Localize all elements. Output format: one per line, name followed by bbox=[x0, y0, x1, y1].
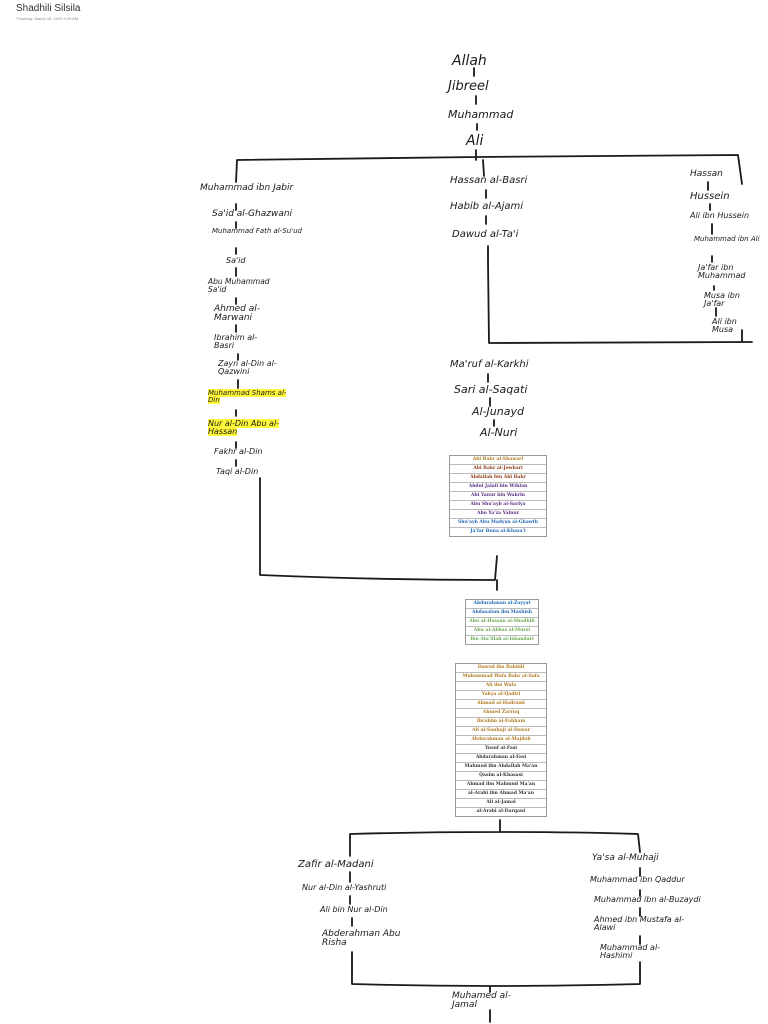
connector-left-ticks bbox=[235, 203, 239, 467]
silsila-box-row: Abu al-Abbas al-Mursi bbox=[466, 627, 538, 636]
node-muhammad-fath-al-suud: Muhammad Fath al-Su'ud bbox=[212, 227, 302, 235]
silsila-box-row: al-Arabi al-Darqawi bbox=[476, 809, 526, 814]
node-ibrahim-al-basri: Ibrahim al-Basri bbox=[214, 333, 258, 351]
silsila-box-row: Abdallah bin Abi Bakr bbox=[450, 474, 546, 483]
page-title: Shadhili Silsila bbox=[16, 3, 81, 14]
highlighted-name: Muhammad Shams al-Din bbox=[208, 389, 287, 405]
node-abderahman-abu-risha: Abderahman Abu Risha bbox=[322, 929, 401, 949]
silsila-box-row: Abdarahman al-Majdub bbox=[456, 736, 546, 745]
node-musa-ibn-jafar: Musa ibn Ja'far bbox=[704, 291, 740, 309]
silsila-box-row: Yusuf al-Fasi bbox=[456, 745, 546, 754]
silsila-box-row: Ibrahim al-Fahham bbox=[456, 718, 546, 727]
silsila-box-row: Dawud ibn Bakhili bbox=[456, 664, 546, 673]
node-ali-ibn-musa: Ali ibn Musa bbox=[712, 317, 737, 335]
node-said-al-ghazwani: Sa'id al-Ghazwani bbox=[212, 209, 293, 219]
node-habib-al-ajami: Habib al-Ajami bbox=[450, 201, 524, 212]
connector-merge bbox=[259, 477, 498, 591]
node-allah: Allah bbox=[452, 53, 487, 69]
node-jafar-ibn-muhammad: Ja'far ibn Muhammad bbox=[698, 263, 746, 281]
silsila-box-row: Abu Ya'za Yalnur bbox=[450, 510, 546, 519]
silsila-box-row: Abu al-Hassan al-Shadhili bbox=[466, 618, 538, 627]
silsila-box-row: Abdul Jalail bin Wihlan bbox=[450, 483, 546, 492]
node-muhammad-ibn-al-buzaydi: Muhammad ibn al-Buzaydi bbox=[594, 895, 701, 904]
node-hassan: Hassan bbox=[690, 169, 723, 179]
silsila-box-row: Ali al-Jamal bbox=[456, 799, 546, 808]
node-muhamed-al-jamal: Muhamed al-Jamal bbox=[452, 991, 511, 1011]
node-nur-al-din-abu-al-hassan: Nur al-Din Abu al-Hassan bbox=[208, 419, 288, 437]
node-ahmed-ibn-mustafa-al-alawi: Ahmed ibn Mustafa al-Alawi bbox=[594, 915, 685, 933]
node-al-nuri: Al-Nuri bbox=[480, 426, 518, 439]
silsila-box-row: Ali ibn Wafa bbox=[456, 682, 546, 691]
node-muhammad-ibn-qaddur: Muhammad ibn Qaddur bbox=[590, 875, 685, 884]
node-ahmed-al-marwani: Ahmed al-Marwani bbox=[214, 304, 261, 324]
node-dawud-al-tai: Dawud al-Ta'i bbox=[452, 229, 519, 240]
node-taqi-al-din: Taqi al-Din bbox=[216, 467, 259, 476]
connector-bottom-left-ticks bbox=[349, 871, 353, 971]
silsila-box-row: Mahmud ibn Abdallah Ma'an bbox=[456, 763, 546, 772]
highlighted-name: Nur al-Din Abu al-Hassan bbox=[208, 419, 280, 437]
node-hussein: Hussein bbox=[690, 191, 730, 202]
silsila-box-row: Abdarahman al-Fasi bbox=[456, 754, 546, 763]
node-zayn-al-din-al-qazwini: Zayn al-Din al-Qazwini bbox=[218, 359, 277, 377]
silsila-box-row: Qasim al-Khasasi bbox=[456, 772, 546, 781]
node-yasa-al-muhaji: Ya'sa al-Muhaji bbox=[592, 853, 659, 863]
silsila-box-row: Abi Yanur bin Wakrin bbox=[450, 492, 546, 501]
silsila-box-row: Abdurahman al-Zayyat bbox=[466, 600, 538, 609]
silsila-box-row: Ibn Ata'illah al-Iskandari bbox=[470, 637, 534, 642]
silsila-box-row: Ja'far Buna al-Khaza'i bbox=[470, 529, 526, 534]
node-muhammad-ibn-ali: Muhammad ibn Ali bbox=[694, 235, 760, 243]
silsila-box-row: Abdasalam ibn Mashish bbox=[466, 609, 538, 618]
connector-central bbox=[487, 373, 495, 427]
node-fakhr-al-din: Fakhr al-Din bbox=[214, 447, 263, 456]
silsila-box-row: Muhammad Wafa Bahr al-Safa bbox=[456, 673, 546, 682]
connector-bottom-merge bbox=[351, 961, 641, 1023]
silsila-box-row: Abu Shu'ayb al-Sariya bbox=[450, 501, 546, 510]
silsila-box-row: al-Arabi ibn Ahmad Ma'an bbox=[456, 790, 546, 799]
node-muhammad: Muhammad bbox=[448, 108, 514, 121]
node-zafir-al-madani: Zafir al-Madani bbox=[298, 859, 374, 870]
connector-lower-split bbox=[349, 819, 641, 857]
silsila-box-row: Ahmad al-Hadrami bbox=[456, 700, 546, 709]
node-muhammad-ibn-jabir: Muhammad ibn Jabir bbox=[200, 183, 294, 193]
node-muhammad-shams-al-din: Muhammad Shams al-Din bbox=[208, 389, 288, 405]
node-hassan-al-basri: Hassan al-Basri bbox=[450, 175, 528, 186]
node-ali-bin-nur-al-din: Ali bin Nur al-Din bbox=[320, 905, 388, 914]
silsila-box-row: Abi Bakr al-Shawari bbox=[450, 456, 546, 465]
node-ali-ibn-hussein: Ali ibn Hussein bbox=[690, 211, 750, 220]
page-date: Thursday, March 16, 2023 9:20 AM bbox=[16, 16, 79, 21]
node-al-junayd: Al-Junayd bbox=[472, 405, 524, 418]
node-nur-al-din-al-yashruti: Nur al-Din al-Yashruti bbox=[302, 883, 387, 892]
node-sari-al-saqati: Sari al-Saqati bbox=[454, 383, 528, 396]
node-maruf-al-karkhi: Ma'ruf al-Karkhi bbox=[450, 359, 529, 370]
node-ali: Ali bbox=[466, 133, 484, 149]
node-said: Sa'id bbox=[226, 256, 246, 265]
silsila-box-row: Ali al-Sanhaji al-Dawar bbox=[456, 727, 546, 736]
silsila-box-row: Ahmed Zarruq bbox=[456, 709, 546, 718]
node-jibreel: Jibreel bbox=[448, 79, 489, 94]
connector-middle bbox=[485, 189, 753, 344]
silsila-box-row: Shu'ayb Abu Madyan al-Ghawth bbox=[450, 519, 546, 528]
silsila-box-row: Ahmad ibn Mahmud Ma'an bbox=[456, 781, 546, 790]
connector-top bbox=[473, 67, 478, 131]
silsila-box-row: Yahya al-Qadiri bbox=[456, 691, 546, 700]
node-abu-muhammad-said: Abu Muhammad Sa'id bbox=[208, 277, 270, 294]
silsila-box-row: Abi Bakr al-Jowhari bbox=[450, 465, 546, 474]
connector-right-ticks bbox=[707, 181, 717, 317]
connector-branch-bar bbox=[235, 149, 743, 185]
node-muhammad-al-hashimi: Muhammad al-Hashimi bbox=[600, 943, 661, 961]
